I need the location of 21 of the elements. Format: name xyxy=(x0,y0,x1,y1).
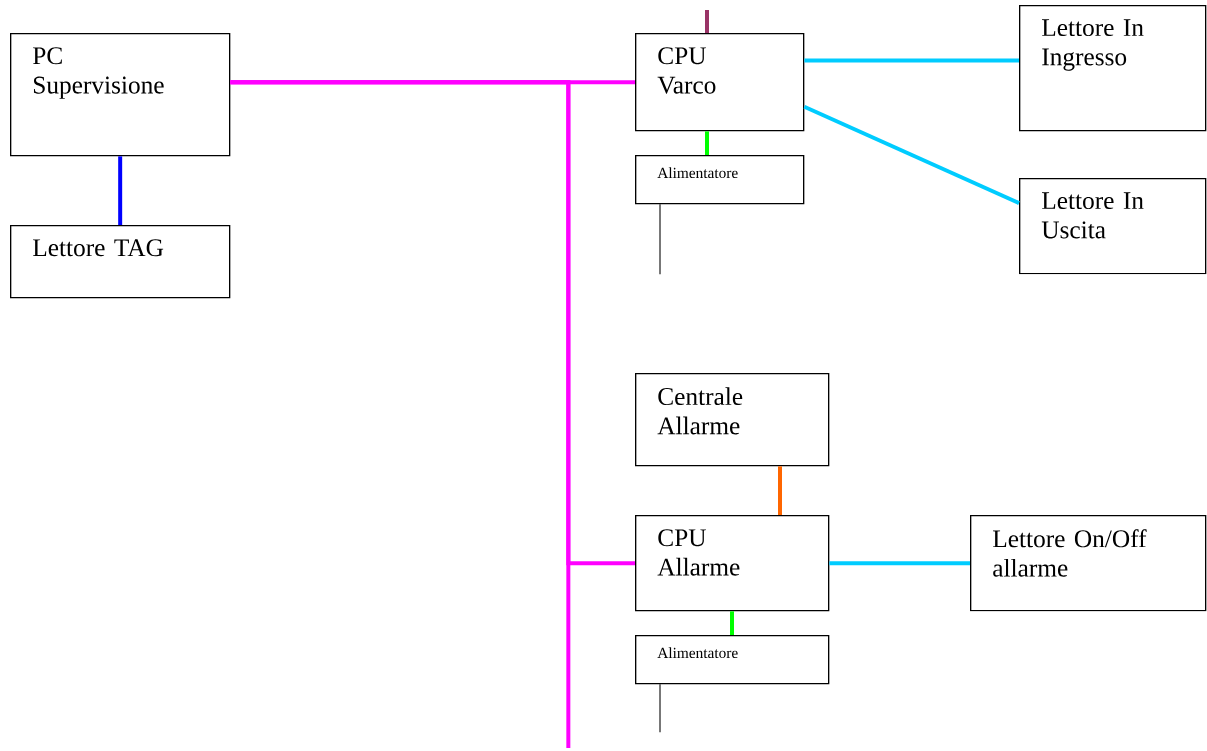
device-box: CPU Allarme xyxy=(635,515,830,612)
connection-line xyxy=(705,131,709,155)
device-box: Centrale Allarme xyxy=(635,373,830,467)
power-supply-box: Alimentatore xyxy=(635,155,805,205)
device-box: PC Supervisione xyxy=(10,33,231,157)
device-box: Lettore TAG xyxy=(10,225,231,299)
connection-line xyxy=(829,561,970,566)
connection-line xyxy=(778,466,782,515)
connection-line xyxy=(804,58,1019,63)
device-box: Lettore On/Off allarme xyxy=(970,515,1207,612)
device-box: Lettore In Ingresso xyxy=(1019,5,1207,132)
connection-line xyxy=(705,10,709,33)
connection-line xyxy=(118,156,123,225)
device-box: CPU Varco xyxy=(635,33,805,132)
connection-line xyxy=(803,104,1020,205)
connection-line xyxy=(659,683,661,733)
connection-line xyxy=(730,611,734,635)
connection-line xyxy=(230,80,571,748)
power-supply-box: Alimentatore xyxy=(635,635,830,685)
connection-line xyxy=(659,203,661,275)
device-box: Lettore In Uscita xyxy=(1019,178,1207,275)
